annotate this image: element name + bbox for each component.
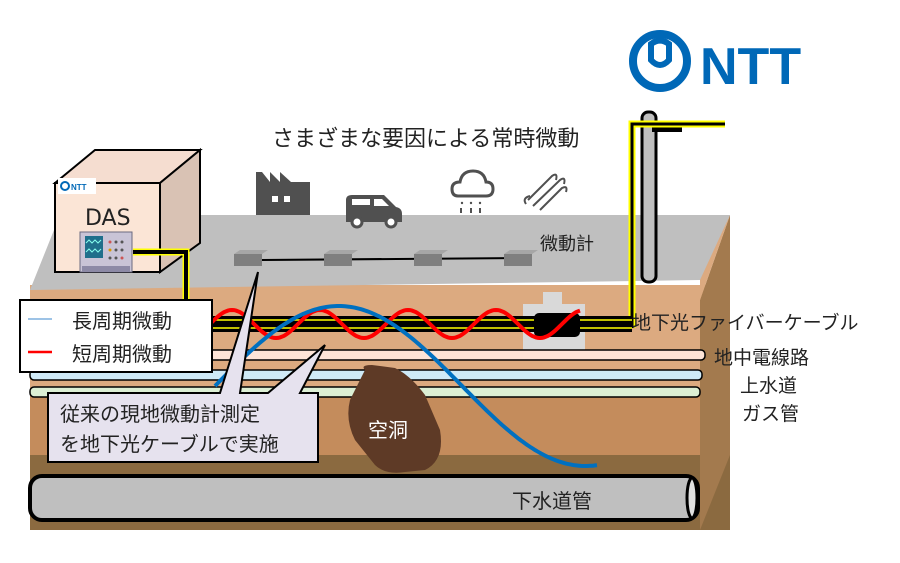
sensor-icon — [504, 250, 538, 266]
fiber-label: 地下光ファイバーケーブル — [632, 311, 858, 334]
wind-icon — [523, 173, 568, 211]
sensor-label: 微動計 — [540, 234, 594, 255]
callout: 従来の現地微動計測定 を地下光ケーブルで実施 — [47, 271, 326, 463]
sensor-array: 微動計 — [234, 234, 594, 266]
short-period-wave — [208, 307, 581, 341]
sewer-label: 下水道管 — [512, 489, 592, 513]
gas-label: ガス管 — [742, 403, 799, 425]
cavity: 空洞 — [348, 365, 441, 473]
das-badge-text: NTT — [71, 183, 87, 192]
legend-label-long: 長周期微動 — [72, 309, 172, 333]
van-icon — [346, 195, 402, 229]
sensor-link — [261, 257, 519, 261]
das-label: DAS — [85, 206, 131, 231]
long-period-wave — [213, 304, 598, 468]
soil-side-face — [700, 215, 730, 530]
ntt-logo-mark-icon — [629, 30, 691, 92]
cavity-label: 空洞 — [368, 418, 408, 442]
legend-box — [19, 299, 213, 373]
headline-text: さまざまな要因による常時微動 — [272, 126, 579, 152]
sewer-pipe-end — [685, 476, 699, 520]
water-label: 上水道 — [740, 375, 797, 397]
cavity-shape — [348, 365, 441, 473]
factory-icon — [256, 172, 310, 215]
power-line-label: 地中電線路 — [714, 347, 809, 369]
sensor-icon — [234, 250, 268, 266]
oscilloscope-icon — [79, 231, 133, 273]
ntt-logo-inner-icon — [648, 37, 672, 68]
rain-cloud-icon — [450, 169, 495, 213]
legend: 長周期微動 短周期微動 — [19, 299, 213, 373]
road-surface — [30, 215, 730, 290]
riser-cable — [630, 122, 725, 328]
pole-body — [640, 110, 658, 284]
ntt-logo: NTT — [629, 30, 801, 96]
das-ntt-badge-icon — [60, 181, 70, 191]
pole-arm — [652, 124, 682, 132]
ntt-logo-text: NTT — [700, 38, 801, 96]
sensor-icon — [414, 250, 448, 266]
sensor-icon — [324, 250, 358, 266]
sewer-pipe: 下水道管 — [28, 474, 700, 522]
das-unit: NTT DAS — [52, 147, 203, 274]
callout-line1: 従来の現地微動計測定 — [60, 402, 260, 426]
callout-bubble — [47, 271, 326, 463]
utility-pole — [628, 110, 725, 328]
callout-line2: を地下光ケーブルで実施 — [60, 432, 279, 456]
sewer-pipe-body — [28, 474, 700, 522]
legend-label-short: 短周期微動 — [72, 342, 172, 366]
fiber-junction — [534, 313, 580, 337]
